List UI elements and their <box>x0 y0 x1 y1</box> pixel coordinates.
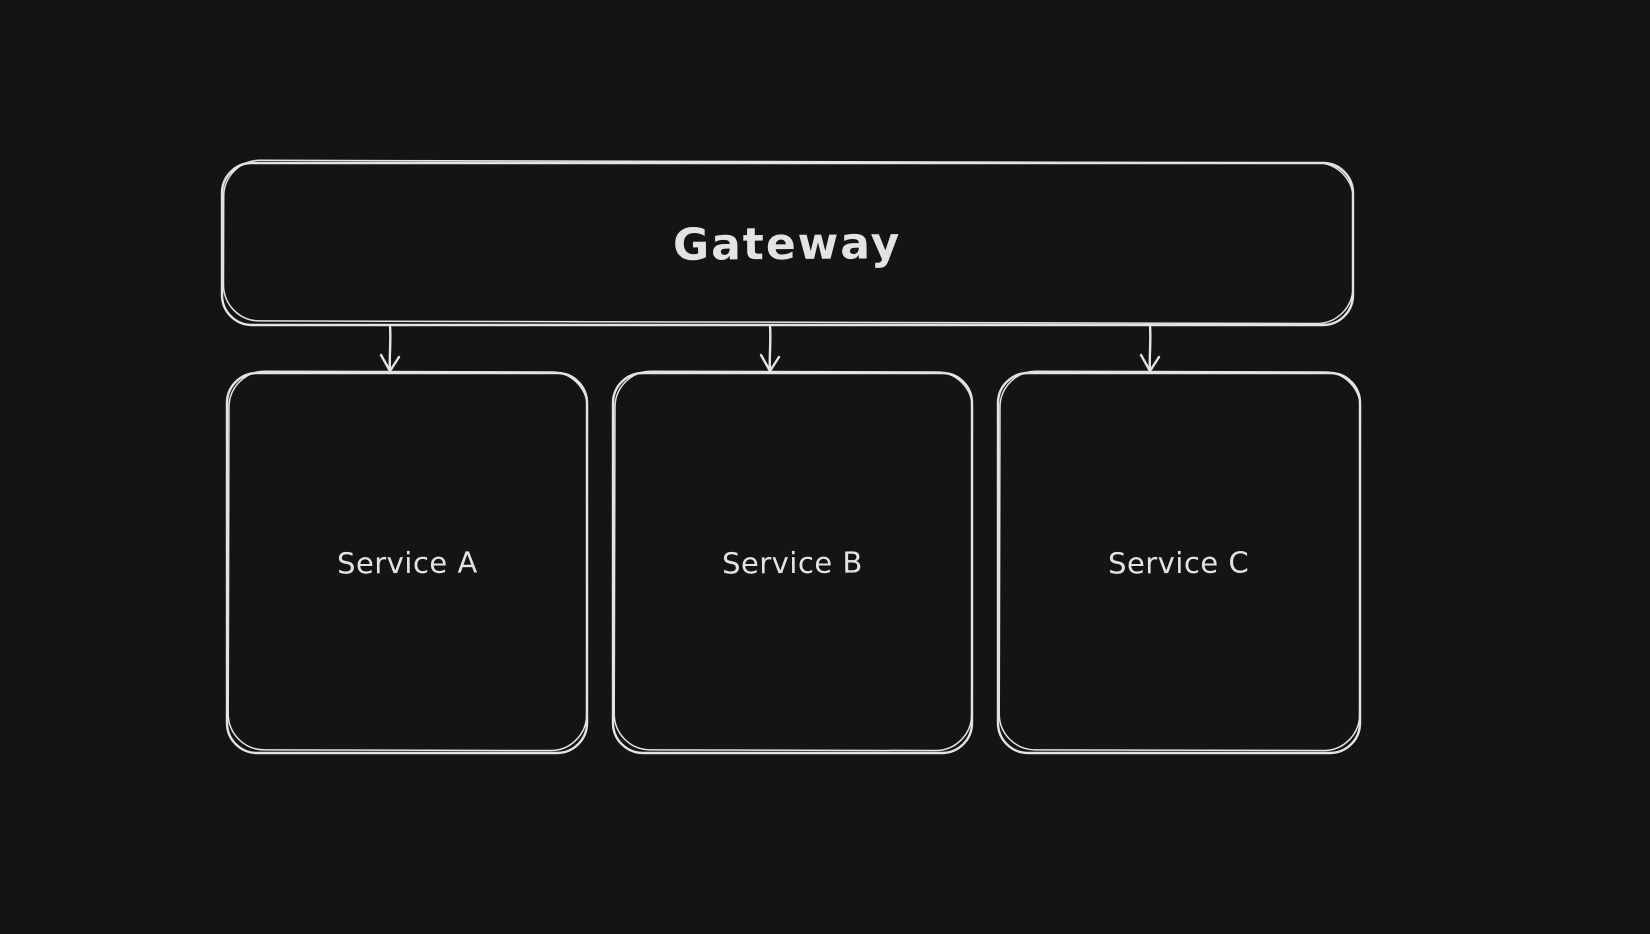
node-service-b-outline <box>611 370 974 755</box>
node-service-a-label: Service A <box>336 545 478 581</box>
edge-gateway-to-service-c <box>1139 324 1161 373</box>
node-service-c[interactable]: Service C <box>998 373 1360 753</box>
edge-gateway-to-service-b <box>759 324 781 373</box>
node-gateway[interactable]: Gateway <box>222 163 1353 325</box>
node-gateway-label: Gateway <box>673 217 902 271</box>
edge-gateway-to-service-a <box>379 324 401 373</box>
node-service-c-label: Service C <box>1108 545 1250 581</box>
node-service-a-outline <box>225 370 589 755</box>
node-service-b[interactable]: Service B <box>613 373 972 753</box>
node-service-a[interactable]: Service A <box>227 373 587 753</box>
node-gateway-outline <box>220 159 1355 327</box>
node-service-c-outline <box>996 370 1362 755</box>
node-service-b-label: Service B <box>721 545 864 581</box>
